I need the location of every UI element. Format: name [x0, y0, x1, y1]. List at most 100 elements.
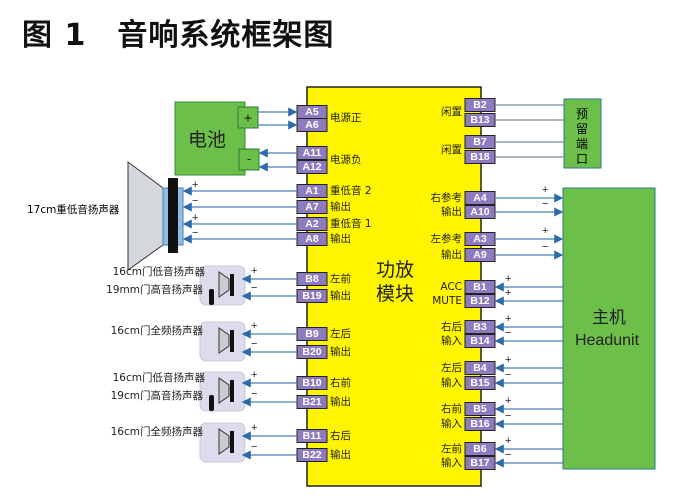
- minus-sign: −: [192, 195, 198, 207]
- speaker-label: 19mm门高音扬声器: [106, 283, 203, 296]
- pin-label-a8: A8: [305, 233, 319, 245]
- pin-label-a9: A9: [473, 249, 487, 261]
- speaker-cone-icon: [218, 377, 230, 404]
- minus-sign: −: [251, 388, 257, 400]
- subwoofer-magnet: [168, 178, 178, 253]
- pin-label-b8: B8: [305, 273, 319, 285]
- battery: [174, 101, 246, 176]
- pin-label-a10: A10: [470, 206, 489, 218]
- pin-label-b10: B10: [302, 377, 321, 389]
- pin-function-label: 右后: [441, 320, 462, 333]
- pin-function-label: 输入: [441, 417, 462, 430]
- pin-label-a12: A12: [302, 161, 321, 173]
- pin-function-label: 右前: [441, 402, 462, 415]
- pin-function-label: 重低音 2: [330, 184, 372, 197]
- plus-sign: +: [542, 184, 548, 196]
- pin-label-a2: A2: [305, 218, 319, 230]
- plus-sign: +: [505, 395, 511, 407]
- amp-label-1: 功放: [376, 259, 414, 281]
- battery-plus-sign: +: [243, 112, 252, 125]
- reserve-char: 口: [576, 152, 588, 166]
- minus-sign: −: [192, 227, 198, 239]
- battery-minus-sign: -: [247, 153, 251, 166]
- pin-function-label: 输出: [330, 395, 351, 408]
- plus-sign: +: [505, 435, 511, 447]
- speaker-magnet-icon: [230, 274, 234, 296]
- minus-sign: −: [505, 410, 511, 422]
- pin-label-b15: B15: [470, 377, 489, 389]
- pin-function-label: 左前: [330, 272, 351, 285]
- pin-function-label: 电源负: [330, 153, 362, 166]
- battery-plus-terminal: [237, 106, 259, 129]
- pin-function-label: 输出: [330, 345, 351, 358]
- pin-label-b7: B7: [473, 136, 487, 148]
- pin-label-a4: A4: [473, 192, 487, 204]
- speaker-magnet-icon: [230, 330, 234, 352]
- pin-function-label: MUTE: [432, 295, 462, 307]
- pin-function-label: 输入: [441, 334, 462, 347]
- minus-sign: −: [505, 449, 511, 461]
- pin-label-b4: B4: [473, 362, 487, 374]
- pin-function-label: 右后: [330, 429, 351, 442]
- pin-function-label: 右参考: [431, 191, 463, 204]
- reserve-char: 预: [576, 107, 588, 121]
- pin-function-label: 左后: [330, 327, 351, 340]
- plus-sign: +: [505, 354, 511, 366]
- pin-label-a1: A1: [305, 185, 319, 197]
- plus-sign: +: [251, 422, 257, 434]
- minus-sign: −: [251, 338, 257, 350]
- pin-label-a7: A7: [305, 201, 319, 213]
- pin-function-label: 右前: [330, 376, 351, 389]
- tweeter-icon: [209, 289, 214, 305]
- speaker-label: 19cm门高音扬声器: [111, 389, 204, 402]
- speaker-cone-icon: [218, 271, 230, 298]
- figure-title: 图 1 音响系统框架图: [22, 18, 335, 53]
- plus-sign: +: [251, 265, 257, 277]
- plus-sign: +: [192, 179, 198, 191]
- reserve-char: 端: [576, 137, 588, 151]
- headunit-label-2: Headunit: [575, 332, 640, 349]
- speaker-label: 16cm门全频扬声器: [111, 324, 204, 337]
- tweeter-icon: [209, 395, 214, 411]
- pin-label-a6: A6: [305, 119, 319, 131]
- plus-sign: +: [505, 273, 511, 285]
- pin-function-label: 输入: [441, 376, 462, 389]
- pin-function-label: 输出: [330, 200, 351, 213]
- pin-function-label: 左后: [441, 361, 462, 374]
- headunit: [562, 187, 656, 470]
- pin-label-b17: B17: [470, 457, 489, 469]
- plus-sign: +: [542, 225, 548, 237]
- minus-sign: −: [505, 369, 511, 381]
- pin-label-b5: B5: [473, 403, 487, 415]
- pin-label-b1: B1: [473, 281, 487, 293]
- pin-function-label: 闲置: [441, 143, 462, 156]
- pin-label-b22: B22: [302, 449, 321, 461]
- subwoofer-label: 17cm重低音扬声器: [27, 203, 120, 216]
- amp-label-2: 模块: [376, 283, 414, 305]
- speaker-magnet-icon: [230, 431, 234, 453]
- plus-sign: +: [505, 287, 511, 299]
- pin-label-a11: A11: [303, 147, 322, 159]
- pin-function-label: 闲置: [441, 105, 462, 118]
- pin-label-b13: B13: [470, 114, 489, 126]
- plus-sign: +: [251, 369, 257, 381]
- pin-function-label: 电源正: [330, 111, 362, 124]
- pin-function-label: ACC: [440, 281, 462, 293]
- battery-minus-terminal: [238, 148, 260, 171]
- pin-label-b11: B11: [303, 430, 322, 442]
- speaker-cone-icon: [218, 428, 230, 455]
- plus-sign: +: [505, 313, 511, 325]
- plus-sign: +: [251, 320, 257, 332]
- pin-label-b9: B9: [305, 328, 319, 340]
- minus-sign: −: [251, 441, 257, 453]
- pin-label-b3: B3: [473, 321, 487, 333]
- pin-label-b20: B20: [302, 346, 321, 358]
- pin-label-b21: B21: [302, 396, 321, 408]
- pin-function-label: 重低音 1: [330, 217, 372, 230]
- minus-sign: −: [542, 198, 548, 210]
- pin-function-label: 左参考: [431, 232, 463, 245]
- pin-function-label: 输出: [330, 289, 351, 302]
- minus-sign: −: [251, 282, 257, 294]
- plus-sign: +: [192, 212, 198, 224]
- pin-label-b2: B2: [473, 99, 487, 111]
